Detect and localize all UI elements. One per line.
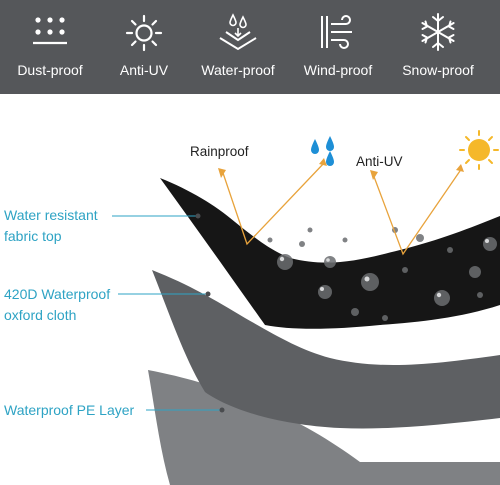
callout-dots bbox=[195, 213, 225, 413]
layer-label-bottom: Waterproof PE Layer bbox=[4, 400, 134, 421]
droplet-highlights bbox=[279, 239, 489, 298]
layer-label-middle: 420D Waterproof oxford cloth bbox=[4, 284, 110, 326]
fabric-layers-diagram: Rainproof Anti-UV Water resistant fabric… bbox=[0, 94, 500, 485]
rain-drops-icon bbox=[311, 136, 334, 166]
layer-label-line: 420D Waterproof bbox=[4, 286, 111, 302]
layer-label-line: Waterproof PE Layer bbox=[4, 402, 135, 418]
feature-water-proof: Water-proof bbox=[188, 8, 288, 88]
feature-label: Wind-proof bbox=[303, 62, 373, 78]
wind-icon bbox=[321, 15, 352, 49]
dust-proof-icon bbox=[33, 17, 67, 45]
fabric-top-layer bbox=[160, 178, 500, 329]
feature-snow-proof: Snow-proof bbox=[388, 8, 488, 88]
snowflake-icon bbox=[421, 13, 455, 51]
rain-arrows bbox=[218, 158, 327, 246]
oxford-cloth-layer bbox=[152, 270, 500, 429]
feature-dust-proof: Dust-proof bbox=[0, 8, 100, 88]
anti-uv-label: Anti-UV bbox=[356, 154, 403, 169]
feature-anti-uv: Anti-UV bbox=[94, 8, 194, 88]
layer-label-line: oxford cloth bbox=[4, 307, 77, 323]
layer-label-top: Water resistant fabric top bbox=[4, 205, 98, 247]
feature-label: Anti-UV bbox=[119, 62, 169, 78]
uv-arrows bbox=[370, 164, 464, 256]
feature-wind-proof: Wind-proof bbox=[288, 8, 388, 88]
feature-label: Water-proof bbox=[201, 62, 275, 78]
feature-bar: Dust-proof Anti-UV Water-proof bbox=[0, 0, 500, 94]
water-drops-icon bbox=[219, 13, 257, 51]
sun-icon bbox=[125, 14, 163, 52]
layer-label-line: fabric top bbox=[4, 228, 62, 244]
feature-label: Dust-proof bbox=[17, 62, 83, 78]
callout-lines bbox=[112, 215, 220, 411]
feature-label: Snow-proof bbox=[402, 62, 474, 78]
layer-label-line: Water resistant bbox=[4, 207, 98, 223]
sun-illustration-icon bbox=[459, 130, 499, 170]
rainproof-label: Rainproof bbox=[190, 144, 249, 159]
